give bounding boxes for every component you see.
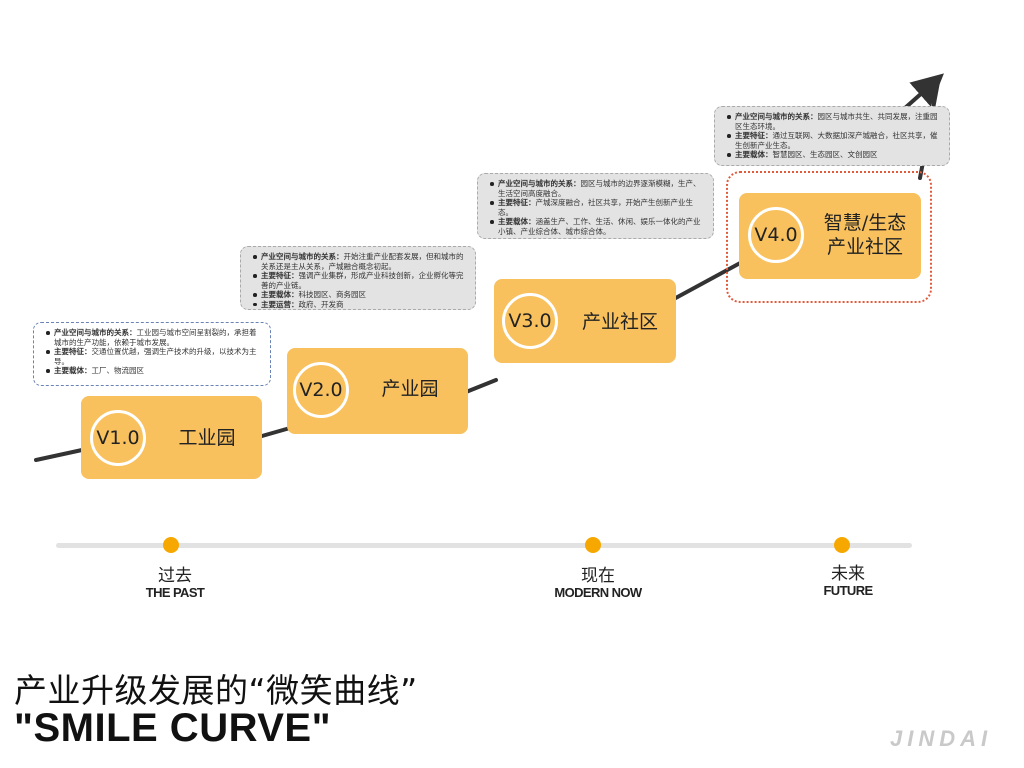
note-v4: 产业空间与城市的关系：园区与城市共生、共同发展，注重园区生态环境。 主要特征：通… (714, 106, 950, 166)
future-highlight-frame (726, 171, 932, 303)
stage-v4: V4.0 智慧/生态 产业社区 (739, 193, 921, 279)
timeline-label-cn: 现在 (581, 566, 615, 586)
page-title-en: "SMILE CURVE" (14, 706, 332, 750)
note-item: 产业空间与城市的关系：开始注重产业配套发展，但和城市的关系还是主从关系，产城融合… (253, 252, 464, 271)
stage-v1: V1.0 工业园 (81, 396, 262, 479)
timeline-label-cn: 未来 (831, 564, 865, 584)
note-item: 主要特征：强调产业集群，形成产业科技创新，企业孵化等完善的产业链。 (253, 271, 464, 290)
version-label: V4.0 (754, 224, 798, 246)
stage-name-v4: 智慧/生态 产业社区 (813, 211, 917, 259)
stage-name-v2: 产业园 (381, 378, 439, 400)
timeline-dot-now (585, 537, 601, 553)
stage-v3: V3.0 产业社区 (494, 279, 676, 363)
timeline-bar (56, 543, 912, 548)
note-item: 主要运营：政府、开发商 (253, 300, 465, 310)
note-item: 主要特征：产城深度融合，社区共享，开始产生创新产业生态。 (490, 198, 703, 217)
note-item: 主要载体：科技园区、商务园区 (253, 290, 465, 300)
note-item: 产业空间与城市的关系：工业园与城市空间呈割裂的，承担着城市的生产功能，依赖于城市… (46, 328, 260, 347)
stage-v2: V2.0 产业园 (287, 348, 468, 434)
curve-line (34, 80, 940, 462)
note-item: 产业空间与城市的关系：园区与城市共生、共同发展，注重园区生态环境。 (727, 112, 938, 131)
version-label: V1.0 (96, 427, 140, 449)
stage-name-v3: 产业社区 (581, 311, 658, 333)
timeline-label-now: 现在 MODERN NOW (518, 566, 678, 600)
version-label: V3.0 (508, 310, 552, 332)
timeline-dot-future (834, 537, 850, 553)
timeline-label-en: MODERN NOW (554, 585, 642, 600)
note-item: 主要载体：涵盖生产、工作、生活、休闲、娱乐一体化的产业小镇、产业综合体、城市综合… (490, 217, 703, 236)
note-item: 产业空间与城市的关系：园区与城市的边界逐渐模糊，生产、生活空间高度融合。 (490, 179, 703, 198)
timeline-label-en: FUTURE (823, 583, 873, 598)
stage-name-line2: 产业社区 (826, 236, 903, 258)
version-badge-v3: V3.0 (502, 293, 558, 349)
timeline-label-past: 过去 THE PAST (95, 566, 255, 600)
version-badge-v2: V2.0 (293, 362, 349, 418)
brand-logo: JINDAI (890, 726, 993, 751)
version-badge-v4: V4.0 (748, 207, 804, 263)
stage-name-v1: 工业园 (178, 427, 236, 449)
note-v1: 产业空间与城市的关系：工业园与城市空间呈割裂的，承担着城市的生产功能，依赖于城市… (33, 322, 271, 386)
page-title-cn: 产业升级发展的“微笑曲线” (14, 671, 418, 710)
timeline-label-en: THE PAST (145, 585, 205, 600)
note-item: 主要载体：工厂、物流园区 (46, 366, 260, 376)
note-item: 主要特征：交通位置优越，强调生产技术的升级，以技术为主导。 (46, 347, 260, 366)
timeline-label-future: 未来 FUTURE (768, 564, 928, 598)
note-item: 主要载体：智慧园区、生态园区、文创园区 (727, 150, 939, 160)
timeline-dot-past (163, 537, 179, 553)
curve-arrow (903, 73, 944, 110)
timeline-label-cn: 过去 (158, 566, 192, 586)
stage-name-line1: 智慧/生态 (823, 212, 907, 234)
version-label: V2.0 (299, 379, 343, 401)
note-v3: 产业空间与城市的关系：园区与城市的边界逐渐模糊，生产、生活空间高度融合。 主要特… (477, 173, 714, 239)
note-item: 主要特征：通过互联网、大数据加深产城融合，社区共享，催生创新产业生态。 (727, 131, 938, 150)
version-badge-v1: V1.0 (90, 410, 146, 466)
note-v2: 产业空间与城市的关系：开始注重产业配套发展，但和城市的关系还是主从关系，产城融合… (240, 246, 476, 310)
